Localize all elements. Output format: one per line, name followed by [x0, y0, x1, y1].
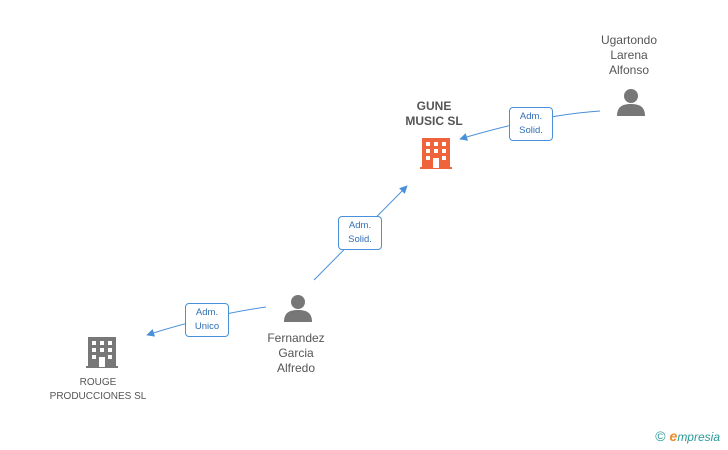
- person-label-fernandez[interactable]: Fernandez Garcia Alfredo: [267, 331, 325, 375]
- brand-logo: © empresia: [655, 428, 720, 444]
- person-icon[interactable]: [617, 89, 645, 116]
- person-label-ugartondo[interactable]: Ugartondo Larena Alfonso: [600, 33, 658, 77]
- building-icon[interactable]: [86, 337, 118, 368]
- company-label-rouge[interactable]: ROUGE PRODUCCIONES SL: [49, 377, 147, 402]
- edge-label-fernandez-gune: Adm. Solid.: [338, 216, 382, 250]
- brand-initial: e: [669, 428, 678, 444]
- building-icon[interactable]: [420, 138, 452, 169]
- brand-name: mpresia: [677, 430, 720, 444]
- edge-label-ugartondo-gune: Adm. Solid.: [509, 107, 553, 141]
- company-label-gune[interactable]: GUNE MUSIC SL: [405, 99, 463, 128]
- copyright-symbol: ©: [655, 428, 666, 444]
- edge-label-fernandez-rouge: Adm. Unico: [185, 303, 229, 337]
- person-icon[interactable]: [284, 295, 312, 322]
